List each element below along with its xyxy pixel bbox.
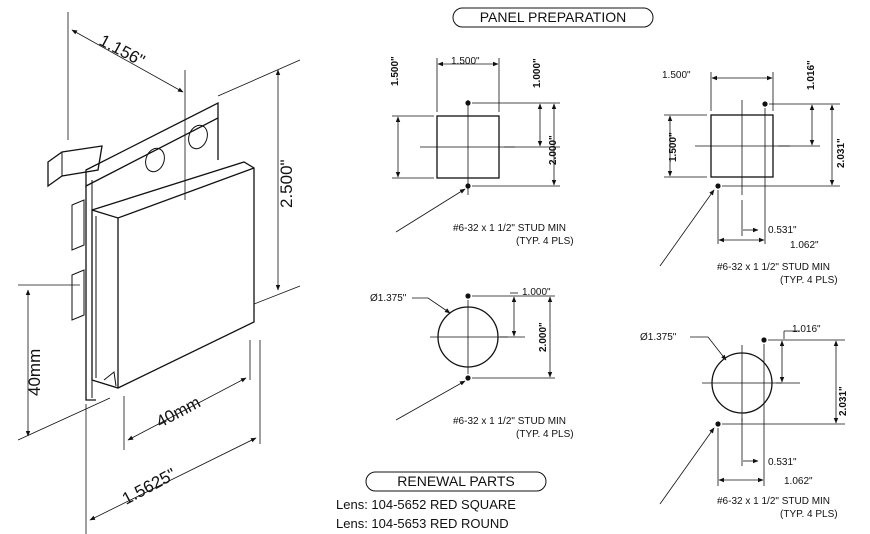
dim-lens-width: 40mm [153,393,204,432]
stud-note-typ: (TYP. 4 PLS) [516,236,574,247]
dim-top: 1.016" [792,324,821,335]
svg-text:RENEWAL PARTS: RENEWAL PARTS [397,473,514,489]
stud-note: #6-32 x 1 1/2" STUD MIN [453,416,566,427]
stud-note: #6-32 x 1 1/2" STUD MIN [453,223,566,234]
dim-top: 1.000" [532,58,543,88]
round-cutout-alt: Ø1.375" 1.016" 2.031" 0.531" 1.062" #6-3… [640,324,849,520]
svg-text:PANEL PREPARATION: PANEL PREPARATION [480,9,627,25]
dim-width: 1.500" [451,56,480,67]
lens-body [91,161,255,389]
isometric-view [17,12,301,534]
plate-top-edge [85,101,219,188]
stud-note: #6-32 x 1 1/2" STUD MIN [717,496,830,507]
dim-depth: 1.156" [96,31,148,71]
square-cutout-typical: 1.500" 1.500" 1.000" 2.000" #6-32 x 1 1/… [390,56,574,247]
panel-preparation-title: PANEL PREPARATION [452,7,654,28]
square-cutout-alt: 1.500" 1.500" 1.016" 2.031" 0.531" 1.062… [659,60,847,286]
dim-top: 1.000" [522,287,551,298]
dim-stud: 2.031" [838,386,849,416]
dim-diameter: Ø1.375" [370,293,407,304]
dim-offset: 0.531" [768,225,797,236]
dim-width: 1.5625" [119,465,179,509]
dim-height: 1.500" [390,56,401,86]
dim-height: 2.500" [277,159,296,208]
stud-hole-icon [465,293,471,299]
dim-span: 1.062" [784,476,813,487]
stud-note: #6-32 x 1 1/2" STUD MIN [717,262,830,273]
plate-left-edge [85,186,96,401]
renewal-parts-list: Lens: 104-5652 RED SQUARE Lens: 104-5653… [336,497,516,531]
dim-span: 1.062" [790,240,819,251]
stud-note-typ: (TYP. 4 PLS) [780,509,838,520]
stud-hole-icon [715,421,721,427]
stud-hole-icon [465,100,471,106]
dim-height: 1.500" [668,132,679,162]
renewal-part-line: Lens: 104-5653 RED ROUND [336,516,509,531]
dim-stud: 2.000" [538,322,549,352]
renewal-part-line: Lens: 104-5652 RED SQUARE [336,497,516,512]
stud-hole-icon [465,183,471,189]
isometric-dimensions: 1.156" 2.500" 40mm 40mm 1.5625" [25,31,296,509]
dim-diameter: Ø1.375" [640,332,677,343]
dim-offset: 0.531" [768,457,797,468]
stud-hole-icon [761,337,767,343]
renewal-parts-title: RENEWAL PARTS [365,471,547,492]
stud-hole-icon [715,183,721,189]
dim-width: 1.500" [662,70,691,81]
dim-stud: 2.000" [548,135,559,165]
mount-hole-icon [188,124,208,150]
stud-hole-icon [465,375,471,381]
dim-top: 1.016" [806,60,817,90]
mount-hole-icon [145,147,165,173]
dim-lens-height: 40mm [25,349,44,396]
dim-stud: 2.031" [836,138,847,168]
stud-note-typ: (TYP. 4 PLS) [780,275,838,286]
stud-hole-icon [762,101,768,107]
round-cutout-typical: Ø1.375" 1.000" 2.000" #6-32 x 1 1/2" STU… [370,287,574,440]
stud-note-typ: (TYP. 4 PLS) [516,429,574,440]
